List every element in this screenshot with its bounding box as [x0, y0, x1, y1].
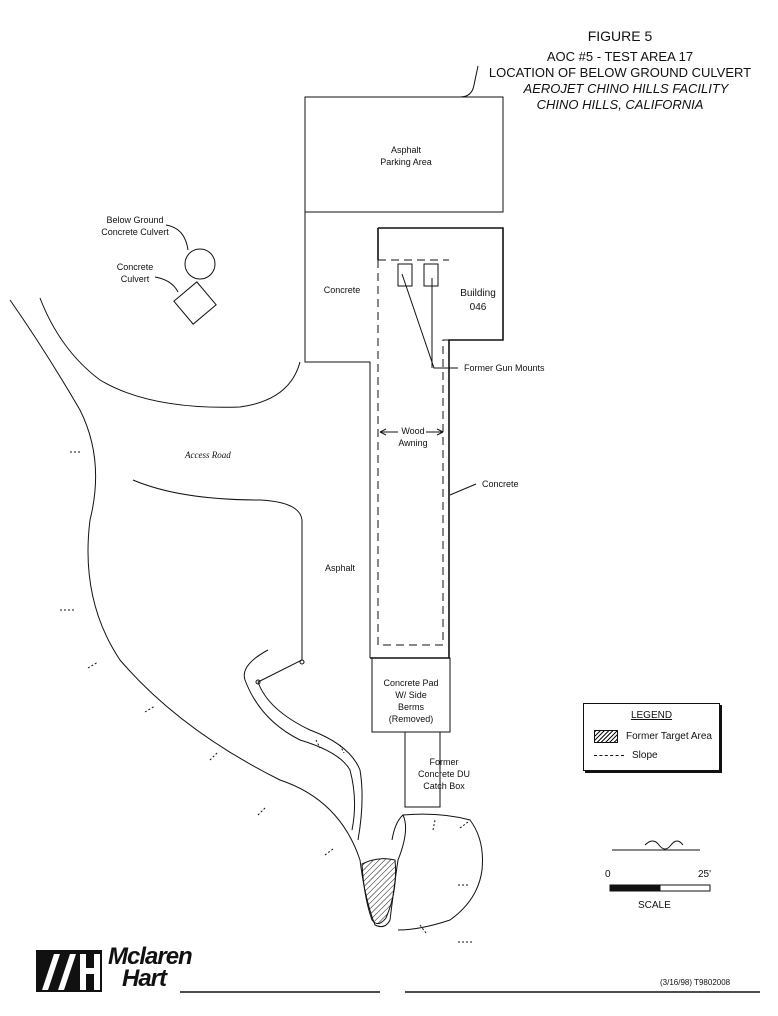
company-logo: Mclaren Hart — [36, 943, 206, 994]
slope-symbol — [594, 754, 624, 756]
label-concrete-top: Concrete — [323, 285, 361, 295]
scale-zero: 0 — [605, 869, 611, 880]
label-below-ground-2: Concrete Culvert — [101, 227, 169, 237]
label-concrete-culvert-1: Concrete — [116, 262, 154, 272]
label-wood-2: Awning — [398, 438, 428, 448]
label-asphalt-parking-1: Asphalt — [390, 145, 422, 155]
label-building-1: Building — [460, 288, 496, 299]
label-catch-2: Concrete DU — [417, 769, 471, 779]
logo-text: Mclaren Hart — [108, 943, 193, 992]
legend-title: LEGEND — [630, 710, 673, 721]
target-area-swatch — [594, 730, 618, 743]
concrete-culvert — [173, 281, 217, 325]
label-gun-mounts: Former Gun Mounts — [464, 363, 545, 373]
label-pad-3: Berms — [397, 702, 424, 712]
label-wood-1: Wood — [401, 426, 425, 436]
label-catch-3: Catch Box — [423, 781, 465, 791]
figure-title-line-3: AEROJET CHINO HILLS FACILITY — [523, 81, 729, 96]
logo-mark-icon — [36, 950, 102, 992]
label-below-ground-1: Below Ground — [106, 215, 164, 225]
logo-line-1: Mclaren — [108, 943, 193, 970]
concrete-area-outline — [304, 212, 371, 658]
below-ground-culvert — [184, 248, 216, 280]
legend-slope-label: Slope — [632, 750, 658, 761]
legend: LEGEND Former Target Area Slope — [583, 703, 720, 771]
figure-title-line-2: LOCATION OF BELOW GROUND CULVERT — [488, 65, 752, 80]
document-id: (3/16/98) T9802008 — [660, 978, 731, 987]
label-concrete-culvert-2: Culvert — [120, 274, 150, 284]
legend-target-label: Former Target Area — [626, 731, 712, 743]
label-asphalt-parking-2: Parking Area — [380, 157, 432, 167]
ravine-outline — [9, 299, 407, 928]
scale-max: 25' — [698, 869, 712, 880]
label-asphalt: Asphalt — [324, 563, 356, 573]
legend-item-target: Former Target Area — [594, 730, 712, 743]
wood-awning — [377, 260, 449, 646]
label-concrete-right: Concrete — [482, 479, 519, 489]
figure-title-line-4: CHINO HILLS, CALIFORNIA — [536, 97, 704, 112]
figure-title-line-1: AOC #5 - TEST AREA 17 — [546, 49, 694, 64]
catch-box — [404, 731, 441, 808]
title-leader — [305, 65, 479, 98]
label-pad-4: (Removed) — [388, 714, 434, 724]
former-target-area — [361, 858, 397, 924]
parking-area — [304, 96, 504, 213]
label-building-2: 046 — [469, 302, 487, 313]
label-access-road: Access Road — [185, 450, 231, 460]
access-road-edge-upper — [39, 297, 301, 408]
legend-item-slope: Slope — [594, 750, 658, 761]
figure-number: FIGURE 5 — [587, 28, 653, 44]
label-catch-1: Former — [429, 757, 459, 767]
label-pad-1: Concrete Pad — [383, 678, 439, 688]
access-road-edge-lower — [132, 479, 303, 683]
scale-label: SCALE — [638, 900, 671, 911]
label-pad-2: W/ Side — [395, 690, 427, 700]
gun-mount-1 — [397, 263, 413, 287]
gun-mount-2 — [423, 263, 439, 287]
logo-line-2: Hart — [122, 965, 167, 992]
